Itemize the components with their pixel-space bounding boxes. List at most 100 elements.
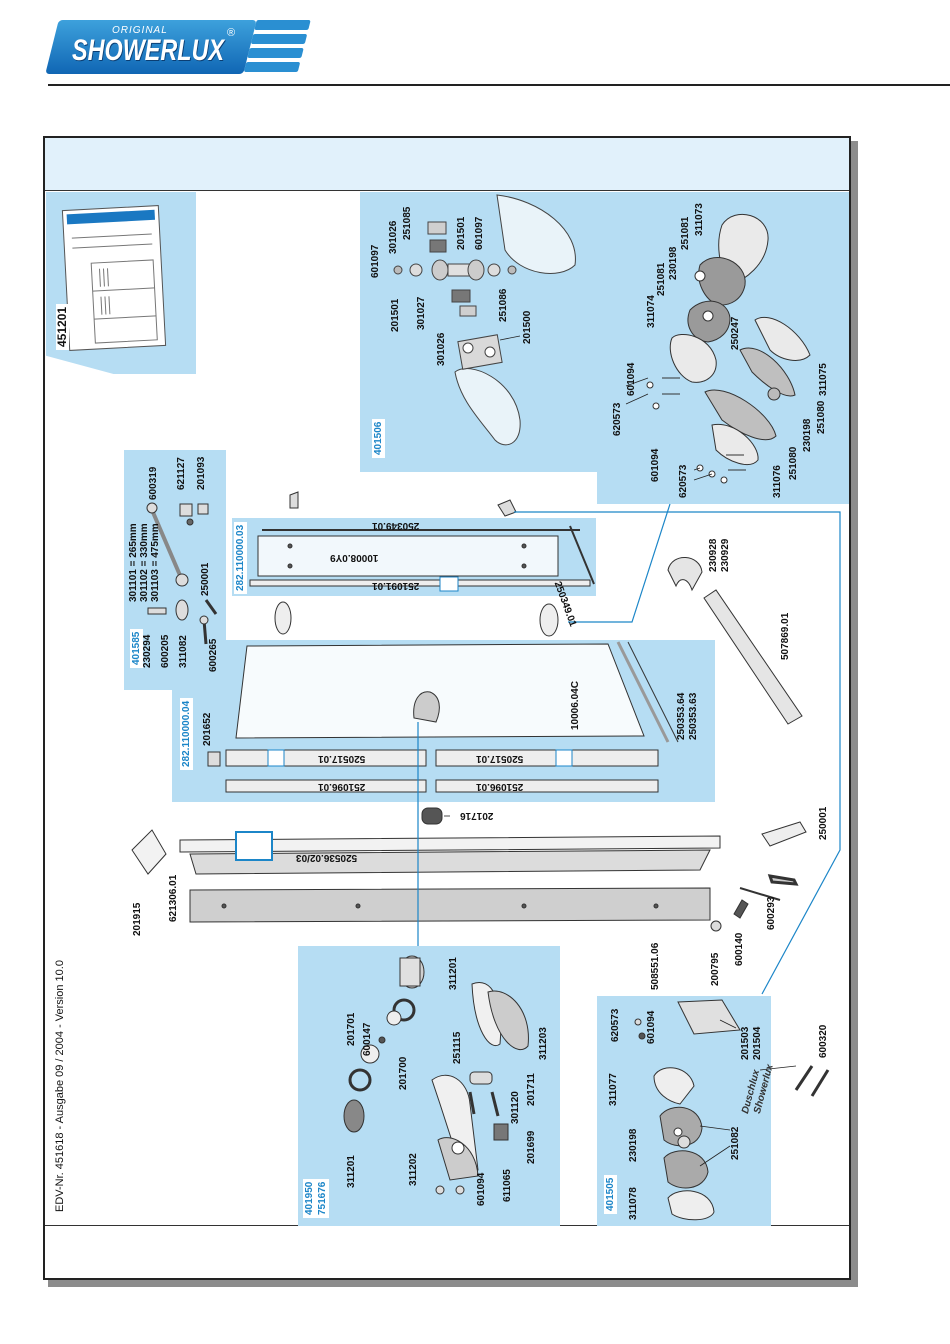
part-621127: 621127 — [176, 457, 187, 490]
part-600147: 600147 — [362, 1022, 373, 1056]
part-250349-top: 250349.01 — [372, 520, 420, 531]
part-601094-b: 601094 — [650, 448, 661, 482]
part-230928: 230928 — [708, 538, 719, 572]
part-201915: 201915 — [132, 902, 143, 936]
part-230198-b: 230198 — [802, 418, 813, 452]
registered-mark: ® — [227, 27, 236, 39]
screws-drawing — [146, 502, 218, 645]
part-520517-b: 520517.01 — [476, 753, 524, 764]
kit-code-glass-main: 282.110000.04 — [180, 697, 193, 770]
hinge-drawing — [393, 194, 576, 446]
part-621306-01: 621306.01 — [168, 874, 179, 922]
part-250247: 250247 — [730, 316, 741, 350]
glass-top-drawing — [249, 491, 595, 637]
part-201652: 201652 — [202, 712, 213, 746]
kit-code-hinge: 401506 — [372, 418, 385, 458]
part-311075: 311075 — [818, 363, 829, 396]
part-311074: 311074 — [646, 295, 657, 328]
rail-drawing — [131, 807, 807, 932]
part-250353-63: 250353.63 — [688, 692, 699, 740]
part-507869-01: 507869.01 — [780, 612, 791, 660]
part-251115: 251115 — [452, 1031, 463, 1064]
handle-drawing — [667, 557, 803, 725]
part-251081-a: 251081 — [680, 216, 691, 250]
kit-code-catalog: 451201 — [55, 303, 69, 350]
part-251096-a: 251096.01 — [318, 781, 366, 792]
part-311077: 311077 — [608, 1073, 619, 1106]
bracket-drawing — [634, 999, 830, 1221]
part-201701: 201701 — [346, 1012, 357, 1046]
part-301102: 301102 = 330mm — [139, 523, 150, 602]
part-201699: 201699 — [526, 1130, 537, 1164]
part-311078: 311078 — [628, 1187, 639, 1220]
part-10006-04c: 10006.04C — [570, 681, 581, 730]
part-311201-b: 311201 — [346, 1155, 357, 1188]
part-311082: 311082 — [178, 635, 189, 668]
part-600293: 600293 — [766, 896, 777, 930]
kit-code-knob-2: 751676 — [316, 1178, 329, 1218]
part-311203: 311203 — [538, 1027, 549, 1060]
header-rule — [48, 84, 950, 86]
part-520536: 520536.02/03 — [296, 852, 358, 863]
part-600140: 600140 — [734, 932, 745, 966]
part-230198-a: 230198 — [668, 246, 679, 280]
frame-header-band — [45, 138, 849, 190]
part-311202: 311202 — [408, 1153, 419, 1186]
part-301026-a: 301026 — [388, 220, 399, 254]
part-230929: 230929 — [720, 538, 731, 572]
part-620573-c: 620573 — [610, 1008, 621, 1042]
part-201501-a: 201501 — [456, 216, 467, 250]
part-230198-d: 230198 — [628, 1128, 639, 1162]
part-201700: 201700 — [398, 1056, 409, 1090]
part-600319: 600319 — [148, 466, 159, 500]
part-311201-a: 311201 — [448, 957, 459, 990]
part-601094-c: 601094 — [476, 1172, 487, 1206]
part-520517-a: 520517.01 — [318, 753, 366, 764]
part-201093: 201093 — [196, 456, 207, 490]
part-251091: 251091.01 — [372, 580, 420, 591]
part-10008-0y9: 10008.0Y9 — [330, 552, 379, 563]
part-251086: 251086 — [498, 288, 509, 322]
part-201500: 201500 — [522, 310, 533, 344]
panel-knob — [298, 946, 560, 1226]
kit-code-bracket: 401505 — [604, 1174, 617, 1214]
part-201503: 201503 — [740, 1026, 751, 1060]
part-601097-a: 601097 — [370, 244, 381, 278]
part-251096-b: 251096.01 — [476, 781, 524, 792]
part-250001-b: 250001 — [818, 806, 829, 840]
frame-header-rule — [45, 190, 849, 191]
part-250001-a: 250001 — [200, 562, 211, 596]
part-301027: 301027 — [416, 296, 427, 330]
part-600205: 600205 — [160, 634, 171, 668]
knob-drawing — [343, 955, 529, 1195]
part-250353-64: 250353.64 — [676, 692, 687, 740]
part-311076: 311076 — [772, 465, 783, 498]
part-201504: 201504 — [752, 1026, 763, 1060]
glass-main-drawing — [207, 641, 679, 793]
part-201501-b: 201501 — [390, 298, 401, 332]
part-301120: 301120 — [510, 1091, 521, 1124]
part-251080-a: 251080 — [816, 400, 827, 434]
brand-name: SHOWERLUX — [72, 34, 225, 67]
kit-code-glass-top: 282.110000.03 — [234, 521, 247, 594]
part-201711: 201711 — [526, 1073, 537, 1106]
part-601097-b: 601097 — [474, 216, 485, 250]
edv-footer: EDV-Nr. 451618 - Ausgabe 09 / 2004 - Ver… — [54, 960, 66, 1212]
part-251085: 251085 — [402, 206, 413, 240]
leader-lines — [417, 503, 841, 995]
part-301101: 301101 = 265mm — [128, 523, 139, 602]
part-508551-06: 508551.06 — [650, 942, 661, 990]
part-251082: 251082 — [730, 1126, 741, 1160]
part-620573-a: 620573 — [612, 402, 623, 436]
catalog-thumbnail — [61, 205, 167, 351]
kit-code-knob-1: 401950 — [303, 1178, 316, 1218]
part-611065: 611065 — [502, 1169, 513, 1202]
part-200795: 200795 — [710, 952, 721, 986]
part-201716: 201716 — [460, 810, 494, 821]
part-251080-b: 251080 — [788, 446, 799, 480]
pivot-drawing — [646, 213, 811, 484]
part-301103: 301103 = 475mm — [150, 523, 161, 602]
part-601094-d: 601094 — [646, 1010, 657, 1044]
